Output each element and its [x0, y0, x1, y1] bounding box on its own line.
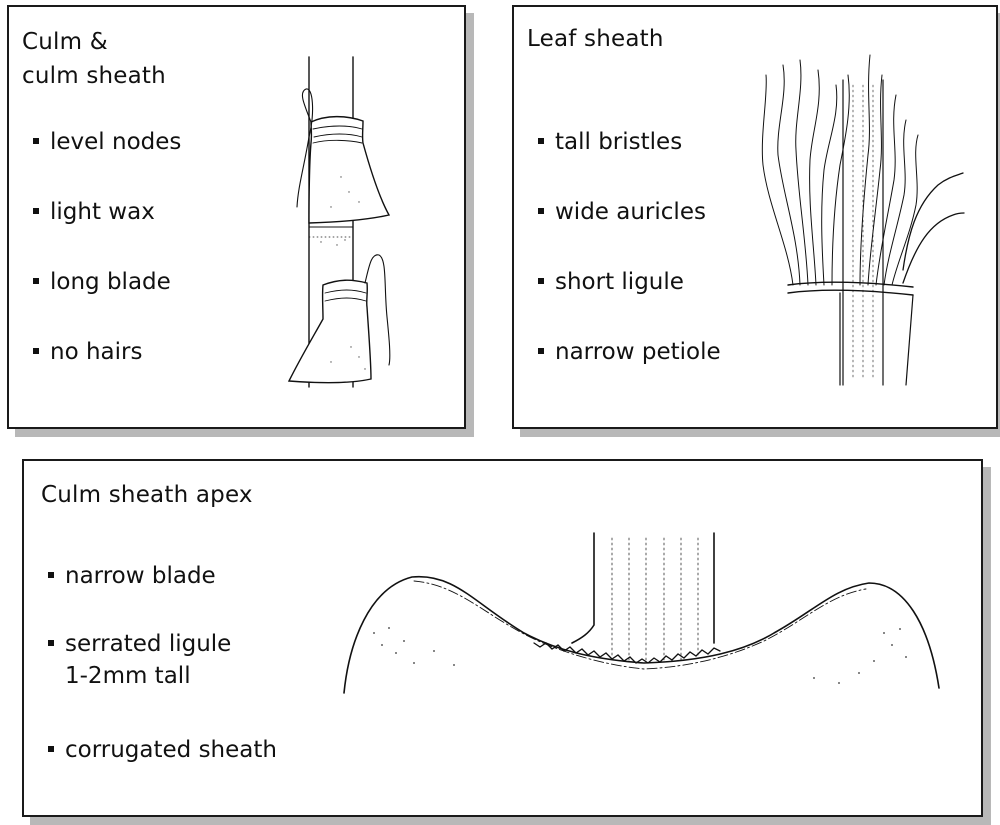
panel-culm-sheath: Culm & culm sheath level nodes light wax… [7, 5, 466, 429]
title-line-2: culm sheath [22, 63, 166, 89]
bullet-narrow-blade: narrow blade [48, 561, 216, 591]
bullet-no-hairs: no hairs [33, 337, 142, 367]
bullet-narrow-petiole: narrow petiole [538, 337, 721, 367]
panel-leaf-sheath: Leaf sheath tall bristles wide auricles … [512, 5, 998, 429]
panel-title-leaf: Leaf sheath [527, 26, 664, 52]
panel-culm-sheath-apex: Culm sheath apex narrow blade serrated l… [22, 459, 983, 817]
panel-title-culm: Culm & culm sheath [22, 25, 166, 93]
panel-title-apex: Culm sheath apex [41, 482, 253, 508]
bullet-serrated-ligule-continuation: 1-2mm tall [65, 663, 191, 689]
bullet-tall-bristles: tall bristles [538, 127, 682, 157]
bullet-wide-auricles: wide auricles [538, 197, 706, 227]
bullet-long-blade: long blade [33, 267, 171, 297]
bullet-short-ligule: short ligule [538, 267, 684, 297]
bullet-light-wax: light wax [33, 197, 155, 227]
bullet-serrated-ligule: serrated ligule 1-2mm tall [48, 629, 231, 693]
leaf-sheath-illustration [761, 54, 965, 386]
culm-illustration [287, 56, 391, 388]
bullet-level-nodes: level nodes [33, 127, 181, 157]
bullet-corrugated-sheath: corrugated sheath [48, 735, 277, 765]
title-line-1: Culm & [22, 29, 108, 55]
sheath-apex-illustration [343, 532, 940, 694]
